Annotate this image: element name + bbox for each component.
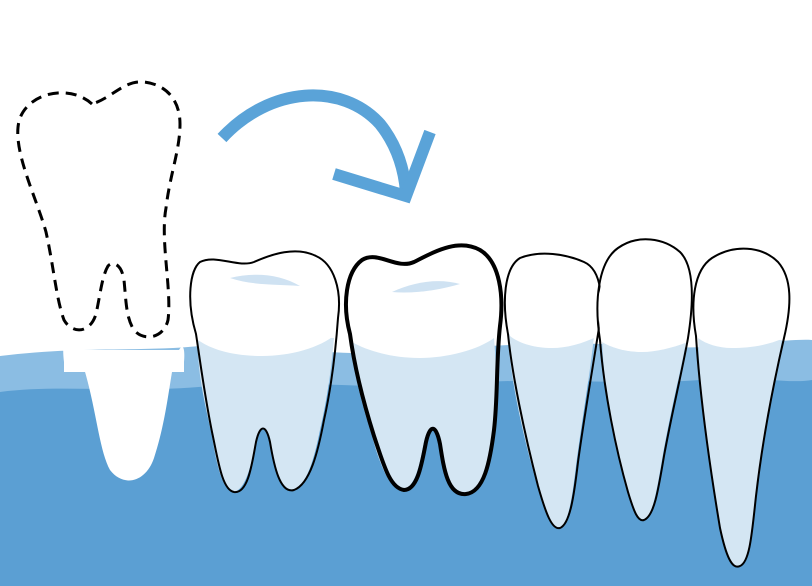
premolar-1 bbox=[503, 252, 603, 530]
shift-arrow-curve bbox=[217, 89, 412, 193]
molar-2-shifted bbox=[344, 243, 504, 497]
premolar-2 bbox=[596, 238, 694, 522]
molar-1 bbox=[189, 250, 340, 493]
socket-fill bbox=[66, 350, 182, 372]
canine bbox=[692, 247, 791, 568]
shift-arrow-head bbox=[332, 129, 436, 204]
empty-socket bbox=[63, 337, 185, 481]
extracted-tooth-outline bbox=[16, 80, 182, 339]
